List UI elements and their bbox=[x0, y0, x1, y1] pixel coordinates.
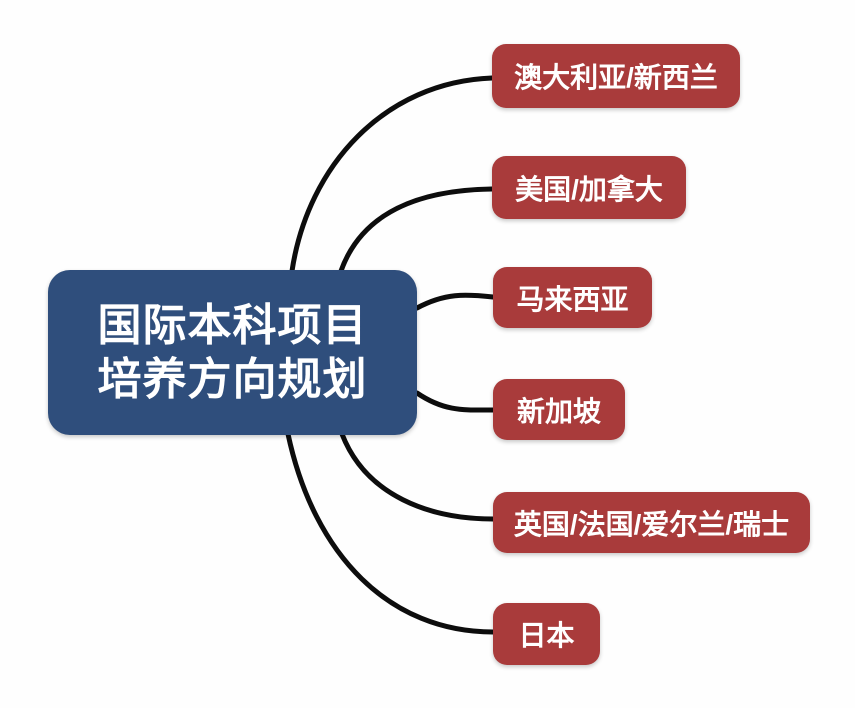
branch-node-singapore[interactable]: 新加坡 bbox=[493, 379, 625, 440]
branch-node-usa-canada[interactable]: 美国/加拿大 bbox=[492, 156, 686, 219]
center-node-label-line2: 培养方向规划 bbox=[97, 354, 368, 404]
branch-label: 新加坡 bbox=[516, 395, 601, 427]
branch-label: 澳大利亚/新西兰 bbox=[514, 62, 718, 93]
branch-label: 马来西亚 bbox=[516, 283, 629, 315]
branch-node-uk-france-ireland-switzerland[interactable]: 英国/法国/爱尔兰/瑞士 bbox=[493, 492, 810, 553]
connector-japan bbox=[285, 431, 496, 635]
branch-label: 英国/法国/爱尔兰/瑞士 bbox=[513, 508, 790, 540]
center-node-label-line1: 国际本科项目 bbox=[97, 300, 368, 350]
center-node-program-planning[interactable]: 国际本科项目 培养方向规划 bbox=[48, 270, 417, 435]
branch-label: 日本 bbox=[518, 620, 575, 651]
connector-australia-new-zealand bbox=[289, 75, 495, 274]
branch-label: 美国/加拿大 bbox=[515, 173, 663, 205]
connector-malaysia bbox=[414, 292, 496, 311]
connector-singapore bbox=[414, 390, 496, 413]
connector-uk-france-ireland-switzerland bbox=[339, 431, 496, 522]
branch-node-malaysia[interactable]: 马来西亚 bbox=[493, 267, 652, 328]
branch-node-japan[interactable]: 日本 bbox=[493, 603, 600, 665]
branch-node-australia-new-zealand[interactable]: 澳大利亚/新西兰 bbox=[492, 44, 740, 108]
connector-usa-canada bbox=[338, 186, 495, 274]
